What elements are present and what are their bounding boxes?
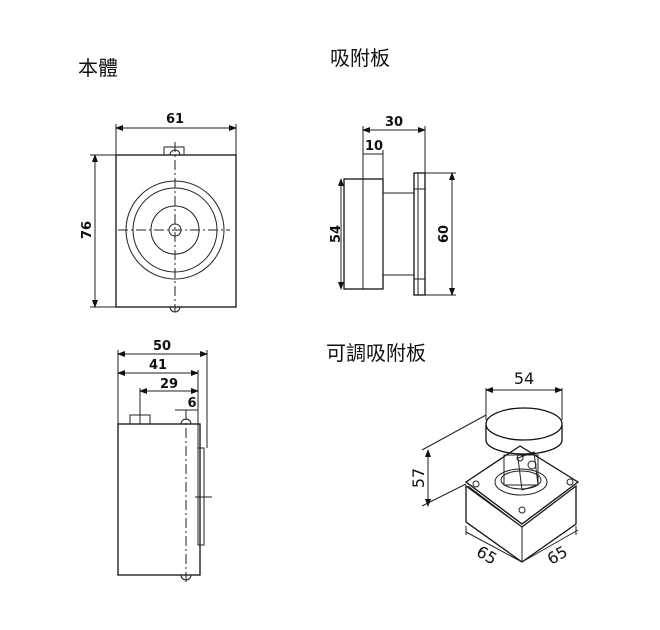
body-front-view: 61 76: [80, 112, 237, 313]
title-adjustable-plate: 可調吸附板: [326, 341, 426, 365]
dim-base-width: 65: [473, 542, 500, 569]
dim-height: 57: [409, 468, 428, 488]
dim-cap-diameter: 54: [514, 369, 534, 388]
dim-plate-height: 54: [329, 225, 344, 243]
dim-side-50: 50: [153, 339, 171, 354]
body-side-view: 50 41 29 6: [117, 339, 212, 582]
dim-flange-height: 60: [437, 225, 452, 243]
dim-plate-depth: 10: [365, 139, 383, 154]
dim-side-41: 41: [149, 358, 167, 373]
dim-side-6: 6: [187, 396, 196, 411]
dim-body-width: 61: [166, 112, 184, 127]
dim-side-29: 29: [160, 377, 178, 392]
title-body: 本體: [78, 56, 118, 80]
adjustable-plate-isometric: 54 57 65 65: [409, 369, 580, 569]
dim-base-depth: 65: [544, 542, 571, 569]
dim-total-depth: 30: [385, 115, 403, 130]
plate-side-view: 30 10 54 60: [329, 115, 456, 296]
title-plate: 吸附板: [330, 46, 390, 70]
dim-body-height: 76: [80, 221, 95, 239]
